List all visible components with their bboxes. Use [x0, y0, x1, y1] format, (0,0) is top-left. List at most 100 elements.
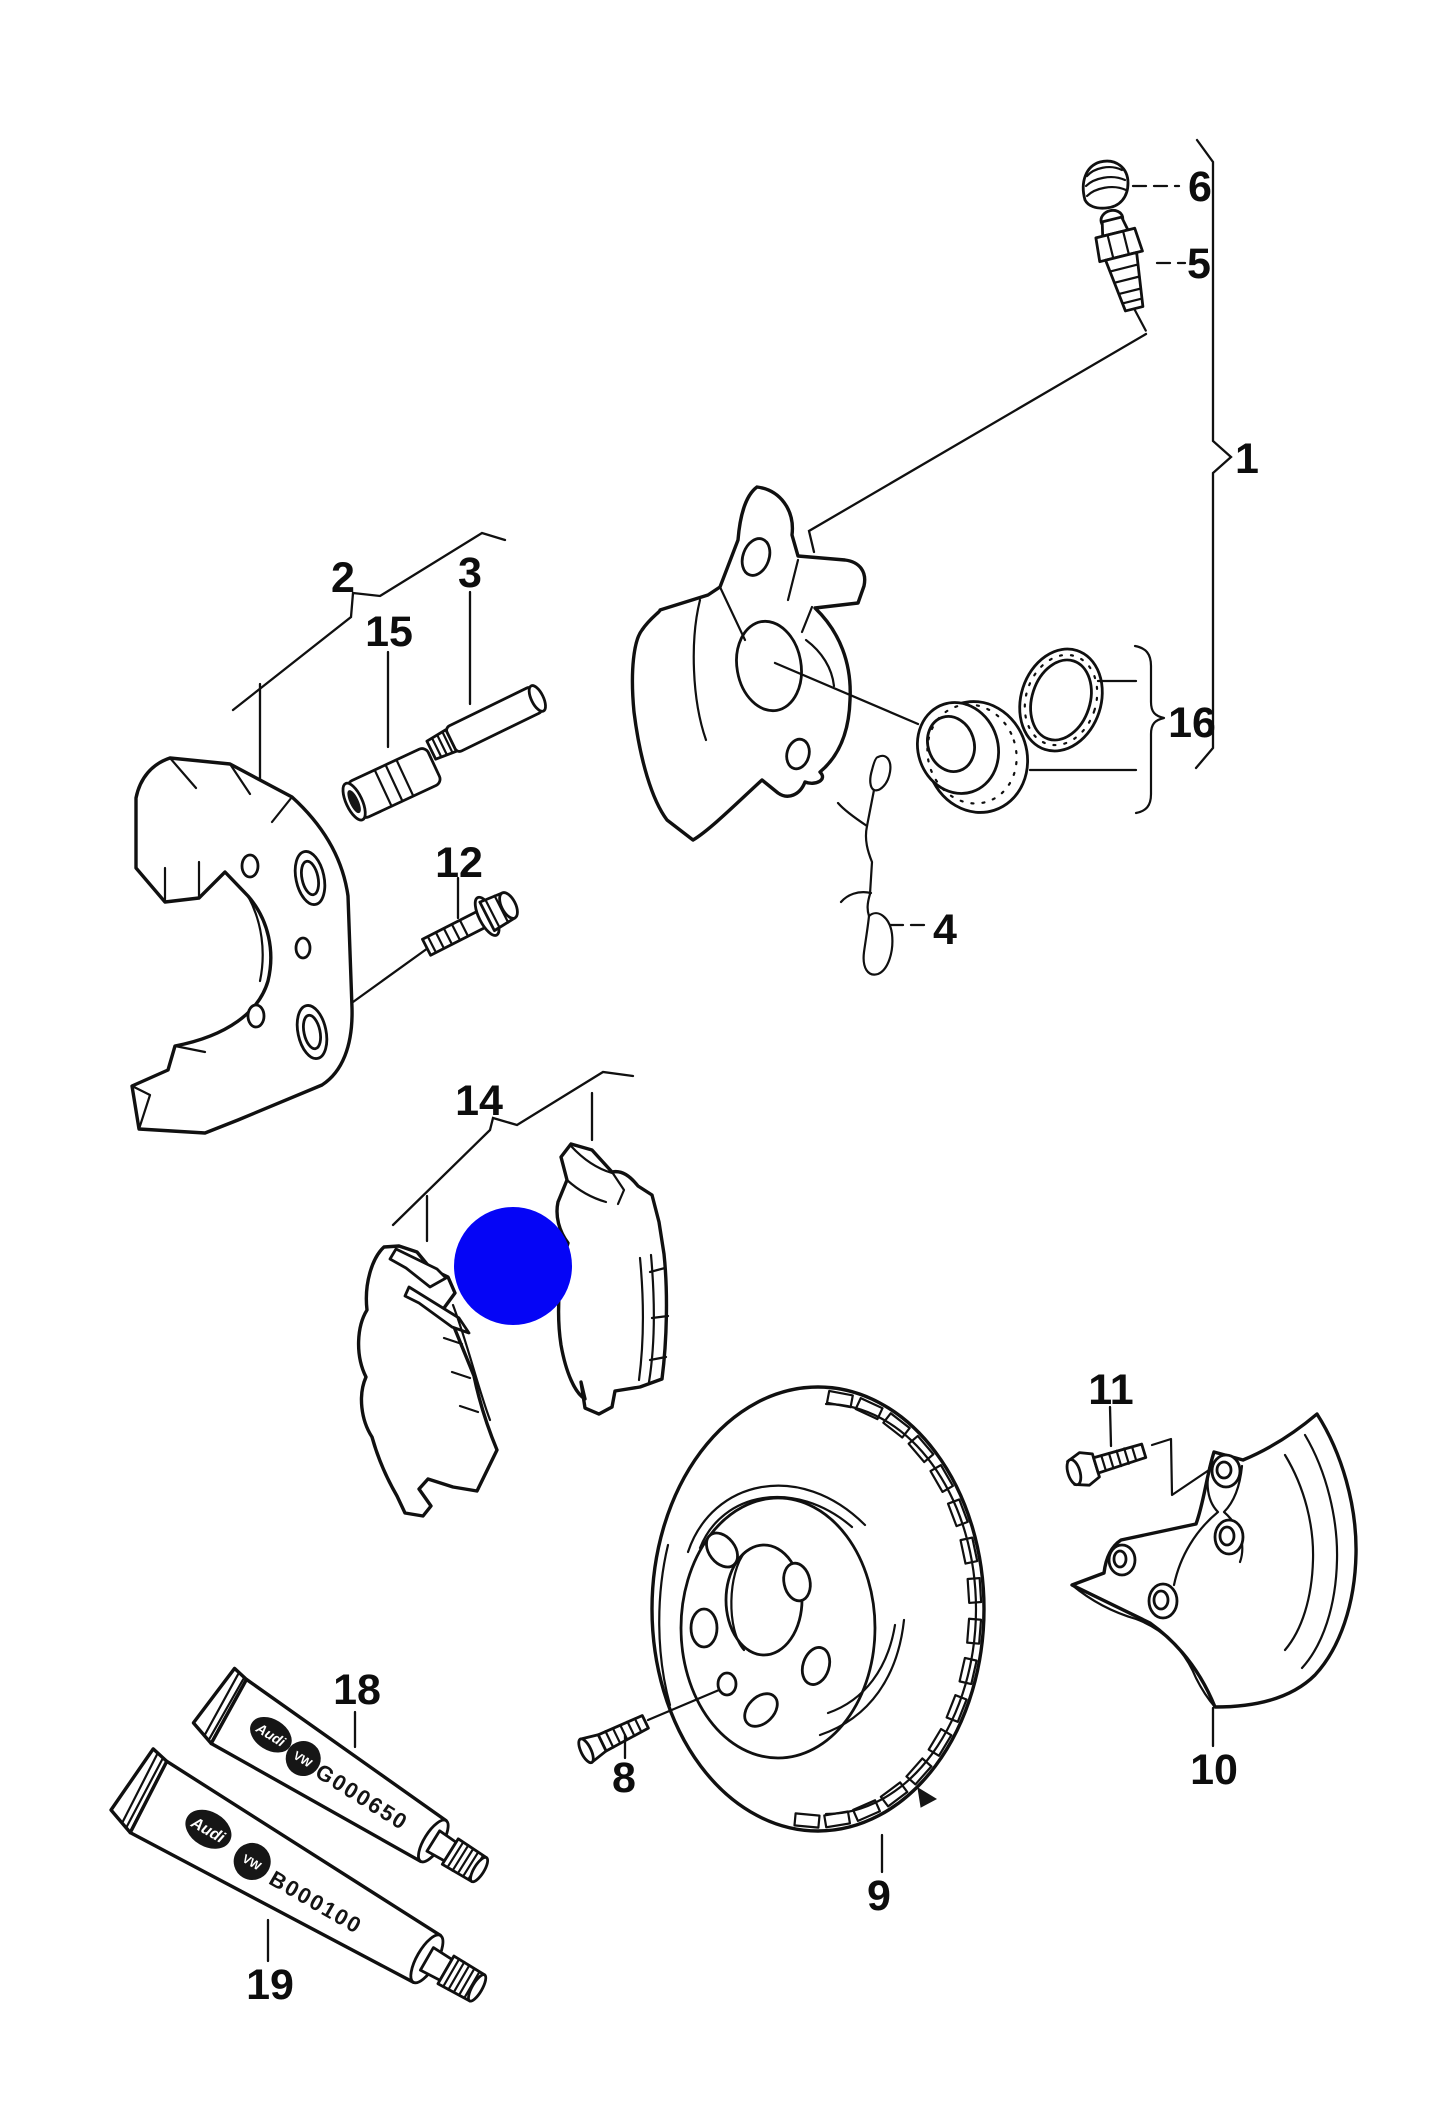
- vent-slot: [793, 1812, 821, 1829]
- bolt12-shank: [421, 909, 488, 957]
- pad-outer-clip-lines: [565, 1144, 626, 1206]
- part-8-countersunk-screw: [577, 1714, 650, 1765]
- pad-inner-backing-edge: [451, 1303, 492, 1422]
- shield-hole: [1218, 1525, 1236, 1547]
- vent-slot: [946, 1498, 969, 1528]
- bleeder-needle: [1133, 307, 1147, 332]
- disc-slot-end-wedge: [917, 1787, 938, 1808]
- part-12-carrier-bolt: [421, 891, 519, 957]
- carrier-small-hole: [240, 853, 260, 879]
- vent-slot: [959, 1536, 979, 1565]
- vent-slot: [823, 1810, 852, 1829]
- shield-ear-hole: [1112, 1549, 1128, 1569]
- highlight-marker-selected-part[interactable]: [454, 1207, 572, 1325]
- carrier-guide-bore-lower-inner: [302, 1013, 322, 1051]
- vent-slot: [958, 1656, 978, 1686]
- cap-ribs: [1084, 166, 1128, 198]
- callout-16[interactable]: 16: [1168, 699, 1216, 747]
- callout-2[interactable]: 2: [331, 554, 355, 602]
- part-4-spring-clip: [836, 754, 894, 976]
- callout-labels: 1 2 3 4 5 6 8 9 10 11 12 14 15 16 18 19: [246, 163, 1259, 2009]
- cap-outline: [1081, 159, 1130, 210]
- disc-left-crescent: [658, 1543, 672, 1707]
- callout-8[interactable]: 8: [612, 1754, 636, 1802]
- bleeder-threaded-cone: [1104, 251, 1145, 313]
- pad-outer-outline: [555, 1142, 669, 1416]
- disc-boss-arc: [818, 1618, 906, 1737]
- callout-14[interactable]: 14: [455, 1077, 503, 1125]
- vw-logo-icon: [233, 1842, 271, 1880]
- callout-6[interactable]: 6: [1188, 163, 1212, 211]
- disc-lug-hole: [743, 1692, 779, 1728]
- callout-11[interactable]: 11: [1088, 1366, 1133, 1414]
- disc-hub-lip-arc: [686, 1484, 867, 1554]
- leader-11-to-shield: [1150, 1437, 1214, 1497]
- callout-4[interactable]: 4: [933, 906, 957, 954]
- shield-flap-edge: [1070, 1583, 1217, 1709]
- callout-19[interactable]: 19: [246, 1961, 294, 2009]
- screw-head-face: [577, 1737, 595, 1765]
- leaders-16: [1028, 679, 1138, 772]
- vent-slot: [879, 1781, 909, 1808]
- gasket-stipple: [1023, 653, 1099, 747]
- vent-slot: [852, 1799, 881, 1823]
- carrier-outline: [130, 756, 354, 1135]
- carrier-detail-lines: [130, 756, 294, 1131]
- bracket-14: [391, 1070, 635, 1227]
- pad-inner-top-clip: [388, 1247, 448, 1289]
- gasket-inner: [1029, 658, 1093, 742]
- audi-logo-oval: [250, 1717, 292, 1753]
- part-15-guide-bushing: [341, 747, 442, 822]
- housing-center-hole: [735, 619, 803, 713]
- leader-8-to-hole: [646, 1688, 721, 1722]
- spring-stem: [864, 788, 876, 918]
- callout-15[interactable]: 15: [365, 608, 413, 656]
- part-3-guide-pin: [425, 684, 547, 761]
- part-18-grease-tube: Audi VW G000650: [191, 1666, 490, 1884]
- shield-rim-arc2: [1283, 1453, 1315, 1652]
- disc-set-screw-hole: [716, 1671, 738, 1697]
- bushing-bore: [347, 790, 361, 814]
- bearing-stipple-ring: [926, 703, 1018, 805]
- part-6-dust-cap: [1081, 159, 1130, 210]
- callout-9[interactable]: 9: [867, 1872, 891, 1920]
- pin-end: [527, 684, 547, 713]
- vent-slot: [966, 1617, 983, 1645]
- leader-5-to-housing: [807, 332, 1148, 554]
- pad-outer-edge-steps: [648, 1266, 670, 1362]
- disc-vent-slots: [793, 1389, 983, 1829]
- tube19-crimp-folds: [121, 1751, 165, 1829]
- audi-logo-oval: [185, 1809, 232, 1849]
- tube18-crimp-folds: [203, 1671, 246, 1741]
- bleeder-hex-facets: [1106, 230, 1130, 260]
- shield-mount-holes: [1107, 1453, 1245, 1620]
- shield-bracket-band: [1172, 1450, 1244, 1587]
- shield-hole: [1215, 1460, 1233, 1480]
- callout-5[interactable]: 5: [1187, 240, 1211, 288]
- pad-inner-second-clip: [403, 1285, 471, 1335]
- callout-12[interactable]: 12: [435, 839, 483, 887]
- tube18-cap-ribs: [446, 1840, 485, 1881]
- disc-rim-inner-line: [824, 1402, 978, 1816]
- callout-1[interactable]: 1: [1235, 435, 1259, 483]
- brace-16: [1133, 644, 1166, 815]
- bracket-2-3: [231, 531, 507, 712]
- disc-lug-hole: [782, 1561, 812, 1603]
- callout-3[interactable]: 3: [458, 549, 482, 597]
- shield-hole: [1152, 1589, 1170, 1611]
- part-14-brake-pads: [356, 1070, 670, 1518]
- part-10-splash-shield: [1070, 1412, 1358, 1709]
- bolt12-threads: [426, 919, 470, 954]
- bolt11-threads: [1100, 1445, 1138, 1472]
- pad-outer-backing-edge: [647, 1253, 655, 1384]
- callout-18[interactable]: 18: [333, 1666, 381, 1714]
- housing-lower-ear-hole: [785, 737, 811, 771]
- disc-lug-hole: [705, 1531, 739, 1569]
- vent-slot: [966, 1577, 983, 1604]
- callout-10[interactable]: 10: [1190, 1746, 1238, 1794]
- part-16-wheel-bearing: [915, 700, 1030, 814]
- vent-slot: [929, 1464, 955, 1493]
- bushing-ribs: [373, 758, 415, 808]
- disc-lug-hole: [800, 1646, 832, 1686]
